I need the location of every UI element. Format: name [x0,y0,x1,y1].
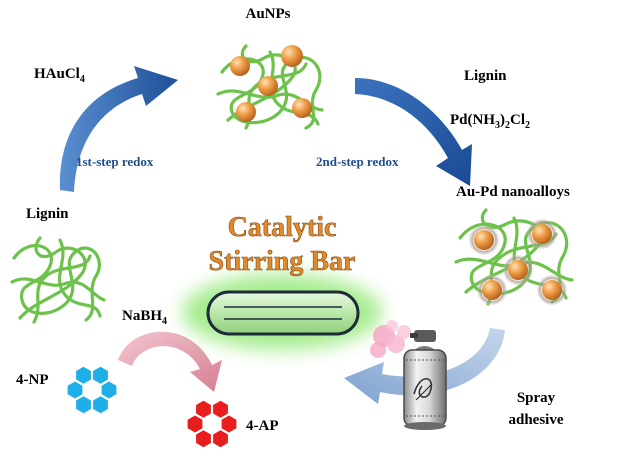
gold-nanoparticle [236,102,256,122]
first-step-arrow [59,66,178,192]
title-line-2: Stirring Bar [209,246,356,277]
hexagon-unit [196,430,211,448]
au-pd-nanoalloy-cluster [454,208,574,306]
hexagon-unit [101,381,117,399]
alloy-nanoparticle [532,224,552,244]
hexagon-unit [67,381,83,399]
haucl4-label: HAuCl4 [34,66,85,85]
4-ap-molecule-icon [187,400,237,448]
hexagon-unit [221,415,237,433]
lignin-left-label: Lignin [26,206,69,222]
spray-can-icon [370,320,447,430]
aunps-label: AuNPs [245,6,290,22]
second-step-arrow [355,78,472,186]
spray-cloud [370,320,411,358]
title-line-1: Catalytic [228,212,337,243]
hexagon-unit [93,366,108,384]
spray-return-arrow [344,328,505,404]
gold-nanoparticle [230,56,250,76]
hexagon-unit [93,396,108,414]
aunps-cluster [216,44,324,130]
stirring-bar [182,274,382,350]
alloy-nanoparticle [542,280,562,300]
hexagon-unit [187,415,203,433]
gold-nanoparticle [258,76,278,96]
adhesive-label: adhesive [508,412,563,428]
4-np-label: 4-NP [16,372,49,388]
4-np-molecule-icon [67,366,117,414]
spray-label: Spray [517,390,556,406]
reduction-arrow [118,331,222,392]
gold-nanoparticle [281,45,303,67]
pd-precursor-label: Pd(NH3)2Cl2 [450,112,530,131]
gold-nanoparticle [292,98,312,118]
nabh4-label: NaBH4 [122,308,167,327]
hexagon-unit [196,400,211,418]
hexagon-unit [213,400,228,418]
au-pd-nanoalloys-label: Au-Pd nanoalloys [456,184,570,200]
second-step-redox-label: 2nd-step redox [316,154,399,169]
lignin-fiber-cluster-left [10,236,106,324]
first-step-redox-label: 1st-step redox [76,154,154,169]
4-ap-label: 4-AP [246,418,279,434]
lignin-top-label: Lignin [464,68,507,84]
stirring-bar-body [206,290,360,336]
alloy-nanoparticle [474,230,494,250]
hexagon-unit [76,396,91,414]
alloy-nanoparticle [508,260,528,280]
hexagon-unit [76,366,91,384]
hexagon-unit [213,430,228,448]
alloy-nanoparticle [482,280,502,300]
